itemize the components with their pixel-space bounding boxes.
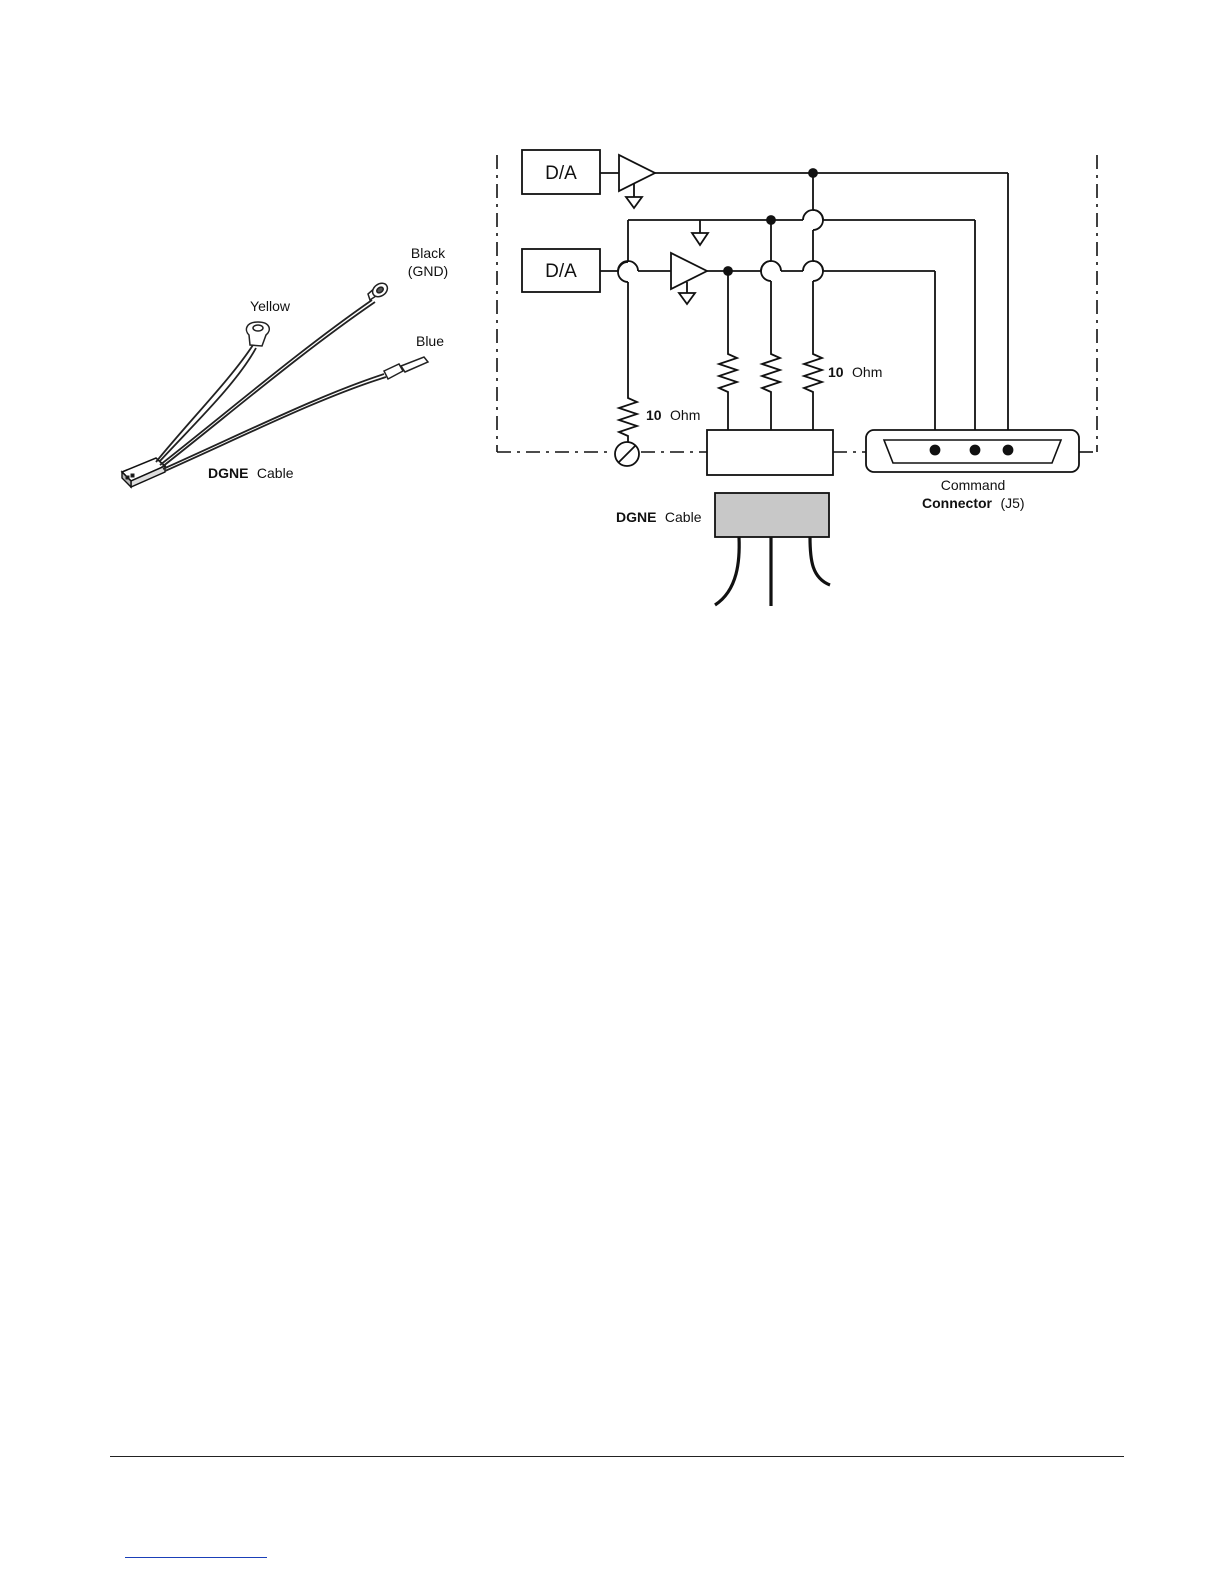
footer-link-underline[interactable] xyxy=(125,1557,267,1558)
connector-label-bold: Connector xyxy=(922,495,993,511)
enclosure-boundary xyxy=(497,155,1097,452)
connector-label-rest: (J5) xyxy=(1000,495,1024,511)
black-ring-terminal xyxy=(368,280,390,300)
cable-wires xyxy=(156,300,386,471)
dgne-cable-illustration: Black (GND) Yellow Blue DGNE Cable xyxy=(122,245,448,487)
resistor-right-value: 10 Ohm xyxy=(828,364,882,381)
yellow-terminal xyxy=(246,322,269,346)
dgne-cable-schematic-label-bold: DGNE xyxy=(616,509,656,525)
wiring-schematic: D/A D/A xyxy=(497,150,1097,606)
yellow-wire-label: Yellow xyxy=(250,298,291,314)
command-connector-label-line1: Command xyxy=(941,477,1006,493)
resistor-left-value-unit: Ohm xyxy=(670,407,700,423)
blue-wire-label: Blue xyxy=(416,333,444,349)
dgne-cable-body xyxy=(715,493,829,537)
dgne-cable-caption-bold: DGNE xyxy=(208,465,248,481)
dgne-cable-schematic-label-rest: Cable xyxy=(665,509,702,525)
black-wire-label: Black xyxy=(411,245,446,261)
blue-pin-terminal xyxy=(384,357,428,379)
resistor-right-value-unit: Ohm xyxy=(852,364,882,380)
gnd-wire-label: (GND) xyxy=(408,263,448,279)
resistor-left-value: 10 Ohm xyxy=(646,407,700,424)
ground-symbol-bottom-amp xyxy=(679,293,695,304)
footer-divider xyxy=(110,1456,1124,1457)
dgne-cable-schematic-label: DGNE Cable xyxy=(616,509,702,526)
amplifier-bottom xyxy=(671,253,707,289)
resistor-b xyxy=(762,350,780,430)
amplifier-top xyxy=(619,155,655,191)
resistor-a xyxy=(719,350,737,430)
resistor-right-value-number: 10 xyxy=(828,364,844,380)
dgne-cable-caption: DGNE Cable xyxy=(208,465,294,482)
dgne-cable-caption-rest: Cable xyxy=(257,465,294,481)
command-connector-label-line2: Connector (J5) xyxy=(922,495,1025,512)
da-converter-top-label: D/A xyxy=(545,163,577,184)
resistor-left xyxy=(619,395,637,442)
cable-interface-block xyxy=(707,430,833,475)
resistor-c xyxy=(804,350,822,430)
dgne-cable-leads xyxy=(715,537,830,606)
da-converter-bottom-label: D/A xyxy=(545,261,577,282)
command-connector-j5 xyxy=(866,430,1079,472)
cable-plug xyxy=(122,458,165,487)
resistor-left-value-number: 10 xyxy=(646,407,662,423)
ground-symbol-reference xyxy=(692,233,708,245)
ground-symbol-top-amp xyxy=(626,197,642,208)
